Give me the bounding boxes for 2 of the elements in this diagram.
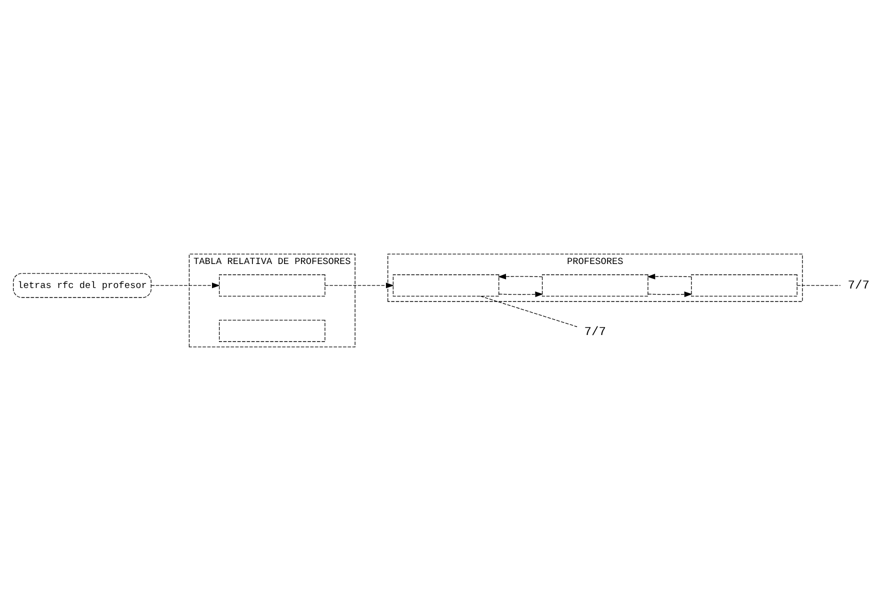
node-text: 7/7 [584, 325, 606, 340]
node-text: 7/7 [848, 278, 870, 292]
